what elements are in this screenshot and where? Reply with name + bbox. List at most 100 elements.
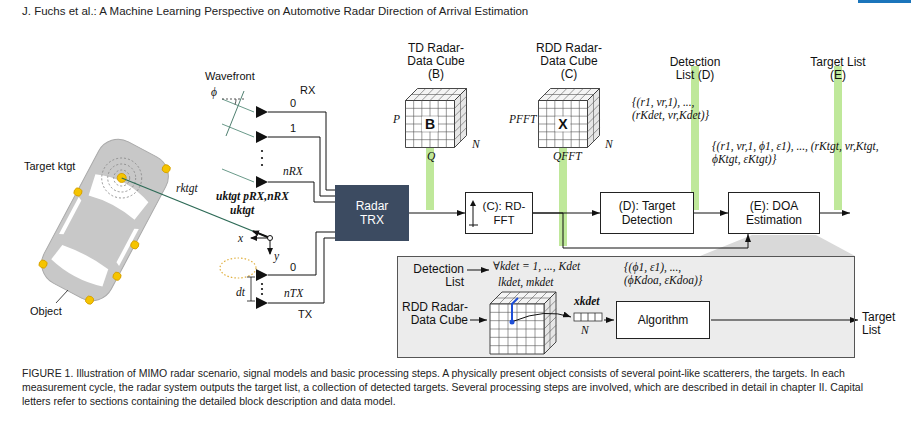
cube-grid — [593, 95, 594, 142]
wavefront-rays — [222, 91, 254, 182]
input-label: RDD Radar-Data Cube — [402, 301, 468, 327]
car-object — [30, 130, 179, 312]
axis-label: y — [274, 250, 279, 263]
process-box: (C): RD-FFT — [465, 192, 533, 234]
antenna-symbol — [261, 288, 263, 290]
box-label: Algorithm — [638, 313, 689, 327]
detection-set: {(r1, vr,1), ..., (rKdet, vr,Kdet)} — [632, 96, 727, 122]
array-label: RX — [300, 84, 315, 97]
axis-icon — [470, 200, 476, 206]
stage-label: Target List (E) — [808, 56, 868, 82]
range-symbol: rktgt — [176, 182, 198, 195]
cube-face — [544, 292, 556, 354]
box-label: (C): RD-FFT — [480, 199, 528, 227]
wavefront-rays — [222, 169, 254, 182]
snapshot-vector — [574, 313, 602, 321]
spacing-label: dt — [236, 286, 245, 299]
cube-grid — [535, 304, 536, 354]
position-term: uktgt pRX,nRX — [216, 190, 289, 203]
scatterer-dot — [116, 172, 128, 184]
panel-arrow — [467, 270, 489, 271]
range-line — [122, 178, 270, 238]
selected-cell — [512, 298, 518, 322]
cube-face — [455, 89, 467, 148]
algorithm-box: Algorithm — [616, 301, 710, 339]
selected-cell — [510, 320, 515, 325]
antenna-index: 1 — [290, 122, 296, 135]
dimension-symbol: Q — [427, 150, 435, 163]
cube-symbol: X — [555, 117, 570, 132]
object-label: Object — [30, 305, 62, 318]
cube-face — [490, 304, 544, 354]
cell-index: lkdet, mkdet — [498, 276, 554, 289]
antenna-index: 0 — [290, 261, 296, 274]
cube-grid — [496, 298, 550, 299]
scatterer-dot — [129, 239, 140, 250]
cube-grid — [539, 139, 588, 140]
radar-data-cube: TD Radar-Data Cube (B)B — [405, 88, 467, 148]
cube-grid — [550, 298, 551, 348]
highlight-bar — [426, 66, 842, 246]
cube-grid — [406, 139, 455, 140]
wavefront-rays — [222, 99, 245, 100]
dimension-symbol: N — [605, 138, 613, 151]
cube-grid — [490, 329, 544, 330]
cube-grid — [460, 95, 461, 142]
output-set: {(ϕ1, ε1), ..., (ϕKdoa, εKdoa)} — [624, 261, 720, 287]
cube-title: RDD Radar-Data Cube (C) — [534, 42, 604, 81]
dimension-symbol: P — [393, 113, 400, 126]
dimension-symbol: QFFT — [553, 150, 582, 163]
cube-face — [539, 101, 588, 148]
vector-symbol: xkdet — [574, 295, 600, 308]
output-label: Target List — [862, 311, 904, 337]
leader-line — [56, 290, 68, 303]
panel-ground — [397, 256, 855, 358]
axis-icon — [467, 193, 479, 235]
direction-vector: uktgt — [230, 204, 254, 217]
scatterer-dot — [161, 163, 172, 174]
car-object — [49, 242, 111, 290]
car-object — [59, 197, 82, 236]
cube-symbol: B — [422, 117, 438, 132]
snapshot-vector — [581, 313, 595, 321]
antenna-symbol — [261, 293, 263, 295]
panel-arrow — [711, 320, 858, 321]
process-box: (D): Target Detection — [600, 192, 694, 234]
antenna-symbol — [261, 150, 263, 152]
extract-arrow — [514, 313, 571, 321]
wavefront-label: Wavefront — [205, 70, 255, 83]
antenna-symbol — [256, 269, 268, 281]
antenna-pattern — [220, 258, 256, 278]
antenna-index: nTX — [284, 287, 303, 300]
journal-logo-bar — [858, 0, 911, 3]
antenna-symbol — [261, 283, 263, 285]
dimension-symbol: N — [581, 324, 589, 337]
box-label: (E): DOA Estimation — [735, 199, 813, 227]
antenna-symbol — [256, 131, 268, 143]
antenna-symbol — [261, 157, 263, 159]
flow-arrow — [694, 213, 728, 214]
box-label: (D): Target Detection — [607, 199, 687, 227]
cube-grid — [545, 94, 594, 95]
transceiver-block: Radar TRX — [335, 185, 409, 241]
input-label: Detection List — [402, 263, 464, 289]
radar-data-cube: RDD Radar-Data Cube (C)X — [538, 88, 600, 148]
axis-icon — [469, 203, 478, 227]
spacing-dimension — [247, 277, 255, 301]
cube-grid — [412, 94, 461, 95]
running-header: J. Fuchs et al.: A Machine Learning Pers… — [22, 4, 528, 18]
scatterer-dot — [73, 187, 84, 198]
cube-grid — [490, 337, 544, 338]
panel-arrow — [470, 320, 487, 321]
antenna-index: 0 — [290, 97, 296, 110]
scatterer-dot — [38, 259, 49, 270]
data-cube-drawing — [490, 292, 556, 354]
car-object — [34, 132, 176, 309]
flow-arrow — [409, 213, 465, 214]
scatterer-dot — [112, 271, 123, 282]
selected-cell — [510, 298, 519, 325]
coordinate-axes — [251, 231, 273, 254]
detail-panel: Algorithm Detection ListRDD Radar-Data Cu… — [397, 256, 855, 358]
wavefront-rays — [235, 99, 236, 105]
